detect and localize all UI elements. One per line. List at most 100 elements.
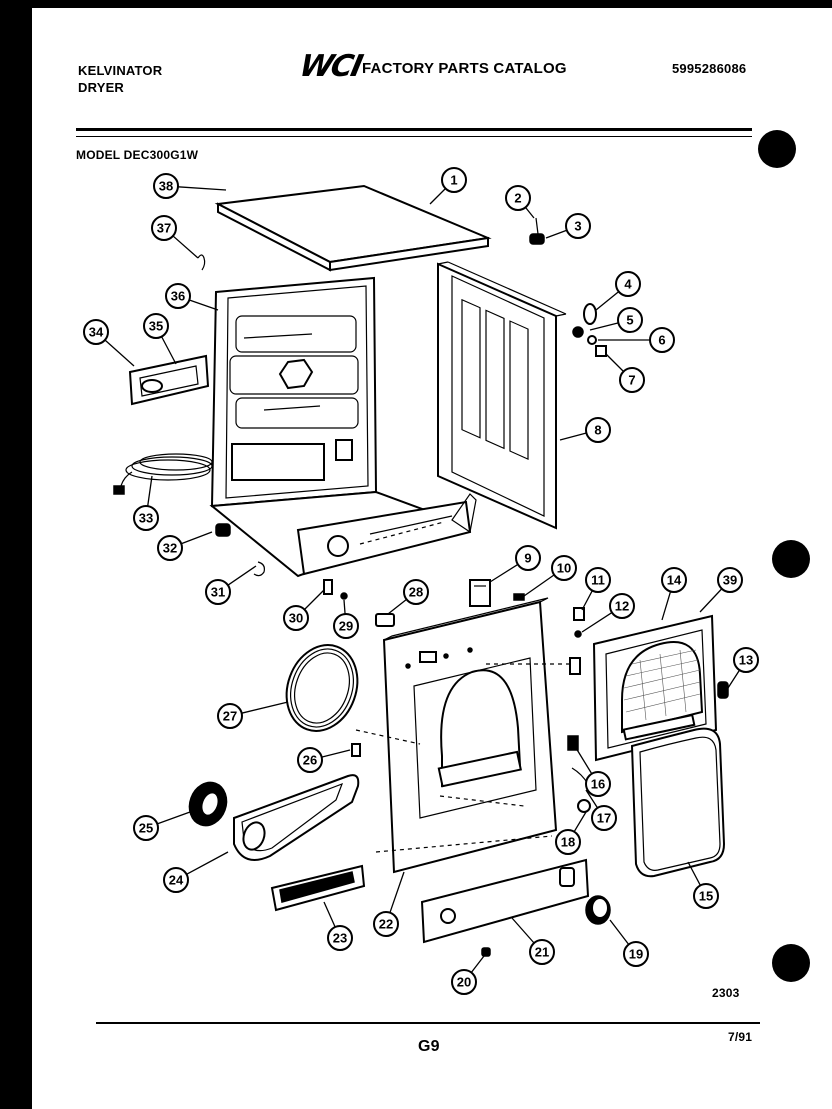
header-rule-thin bbox=[76, 136, 752, 137]
callout-bubble bbox=[205, 579, 231, 605]
callout-33: 33 bbox=[133, 475, 159, 531]
callout-number: 3 bbox=[574, 219, 581, 234]
callout-number: 6 bbox=[658, 333, 665, 348]
callout-number: 26 bbox=[303, 753, 317, 768]
callout-number: 38 bbox=[159, 179, 173, 194]
callout-number: 24 bbox=[169, 873, 184, 888]
brand-name: KELVINATOR bbox=[78, 63, 163, 78]
callout-bubble bbox=[451, 969, 477, 995]
callout-bubble bbox=[649, 327, 675, 353]
door-hinge bbox=[717, 681, 729, 699]
loading-door bbox=[569, 614, 718, 762]
callout-bubble bbox=[661, 567, 687, 593]
bolt-and-spring bbox=[215, 523, 265, 577]
leader-line bbox=[523, 574, 555, 597]
leader-line bbox=[524, 206, 535, 219]
callout-bubble bbox=[619, 367, 645, 393]
appliance-type: DRYER bbox=[78, 80, 125, 95]
leader-line bbox=[172, 235, 199, 259]
date-code: 7/91 bbox=[728, 1030, 753, 1044]
control-knob bbox=[585, 895, 611, 925]
lint-screen bbox=[270, 864, 366, 912]
callout-22: 22 bbox=[373, 871, 405, 937]
callout-number: 37 bbox=[157, 221, 171, 236]
callout-6: 6 bbox=[598, 327, 675, 353]
callout-bubble bbox=[565, 213, 591, 239]
callout-10: 10 bbox=[523, 555, 577, 597]
callout-number: 20 bbox=[457, 975, 471, 990]
callout-bubble bbox=[133, 505, 159, 531]
figure-number: 2303 bbox=[712, 986, 740, 1000]
top-clip bbox=[197, 254, 206, 271]
leader-line bbox=[157, 811, 191, 825]
leader-line bbox=[470, 955, 485, 973]
leader-line bbox=[699, 588, 723, 613]
callout-number: 21 bbox=[535, 945, 549, 960]
callout-16: 16 bbox=[575, 747, 611, 797]
callout-26: 26 bbox=[297, 747, 351, 773]
leader-line bbox=[227, 565, 257, 586]
leader-line bbox=[605, 353, 624, 372]
callout-13: 13 bbox=[727, 647, 759, 689]
leader-line bbox=[389, 871, 405, 913]
leader-line bbox=[727, 669, 741, 689]
leader-line bbox=[189, 299, 219, 311]
leader-line bbox=[177, 186, 227, 191]
callout-number: 11 bbox=[591, 573, 605, 588]
leader-line bbox=[595, 291, 620, 311]
callout-29: 29 bbox=[333, 599, 359, 639]
callout-number: 12 bbox=[615, 599, 629, 614]
callout-bubble bbox=[591, 805, 617, 831]
document-number: 5995286086 bbox=[672, 61, 747, 76]
binder-hole-bottom bbox=[772, 944, 810, 982]
callout-number: 19 bbox=[629, 947, 643, 962]
callout-36: 36 bbox=[165, 283, 219, 311]
callout-4: 4 bbox=[595, 271, 641, 311]
callout-bubble bbox=[733, 647, 759, 673]
callout-number: 2 bbox=[514, 191, 521, 206]
callout-bubble bbox=[585, 567, 611, 593]
drum-front-ring bbox=[285, 644, 359, 732]
callout-30: 30 bbox=[283, 589, 325, 631]
callout-number: 33 bbox=[139, 511, 153, 526]
callout-bubble bbox=[217, 703, 243, 729]
callout-bubble bbox=[441, 167, 467, 193]
footer-rule bbox=[96, 1022, 760, 1024]
callout-9: 9 bbox=[489, 545, 541, 583]
callout-8: 8 bbox=[559, 417, 611, 443]
callout-number: 15 bbox=[699, 889, 713, 904]
callout-20: 20 bbox=[451, 955, 485, 995]
callout-bubble bbox=[153, 173, 179, 199]
leader-line bbox=[186, 851, 229, 875]
callout-bubble bbox=[403, 579, 429, 605]
callout-number: 35 bbox=[149, 319, 163, 334]
panel-screw bbox=[481, 947, 491, 957]
callout-number: 28 bbox=[409, 585, 423, 600]
leader-line bbox=[429, 188, 446, 205]
toe-panel bbox=[420, 858, 590, 944]
callout-31: 31 bbox=[205, 565, 257, 605]
callout-18: 18 bbox=[555, 811, 587, 855]
callout-bubble bbox=[585, 771, 611, 797]
callout-32: 32 bbox=[157, 531, 213, 561]
rear-cabinet bbox=[209, 276, 477, 578]
leader-line bbox=[573, 811, 587, 833]
callout-bubble bbox=[333, 613, 359, 639]
callout-bubble bbox=[551, 555, 577, 581]
callout-28: 28 bbox=[387, 579, 429, 615]
callout-24: 24 bbox=[163, 851, 229, 893]
ring-fastener bbox=[351, 743, 361, 757]
leader-line bbox=[687, 861, 701, 886]
callout-number: 31 bbox=[211, 585, 225, 600]
callout-5: 5 bbox=[589, 307, 643, 333]
callout-bubble bbox=[143, 313, 169, 339]
callout-number: 18 bbox=[561, 835, 575, 850]
callout-number: 27 bbox=[223, 709, 237, 724]
callout-19: 19 bbox=[609, 919, 649, 967]
binder-hole-middle bbox=[772, 540, 810, 578]
callout-bubble bbox=[83, 319, 109, 345]
callout-bubble bbox=[515, 545, 541, 571]
leader-line bbox=[589, 322, 619, 331]
